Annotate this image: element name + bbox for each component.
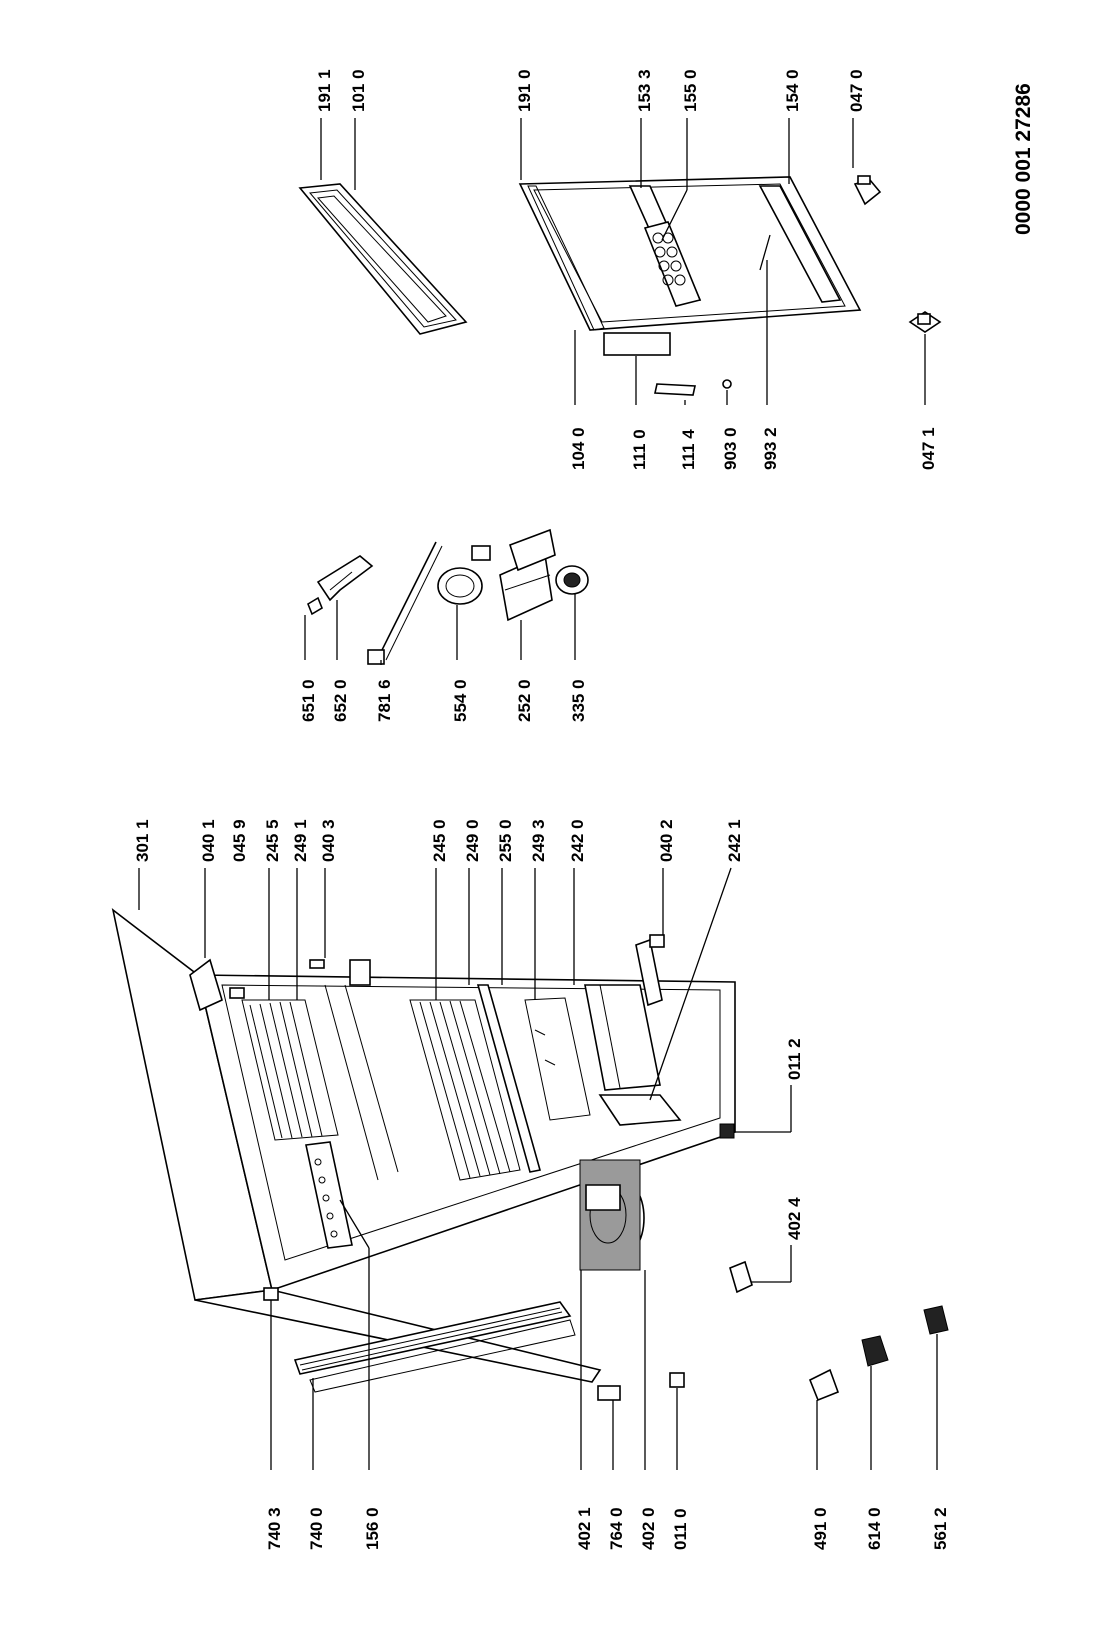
document-code: 0000 001 27286 bbox=[1012, 83, 1035, 235]
label-652-0: 652 0 bbox=[331, 679, 350, 722]
label-301-1: 301 1 bbox=[133, 819, 152, 862]
label-040-2: 040 2 bbox=[657, 819, 676, 862]
label-011-2: 011 2 bbox=[785, 1038, 804, 1080]
label-011-0: 011 0 bbox=[671, 1508, 690, 1550]
label-764-0: 764 0 bbox=[607, 1507, 626, 1550]
small-screw bbox=[722, 379, 732, 389]
label-903-0: 903 0 bbox=[721, 427, 740, 470]
door-foot-left bbox=[908, 311, 942, 333]
label-111-4: 111 4 bbox=[679, 429, 698, 470]
coil-clip bbox=[263, 1287, 279, 1301]
fixed-foot bbox=[669, 1372, 685, 1388]
label-554-0: 554 0 bbox=[451, 679, 470, 722]
light-switch bbox=[923, 1305, 949, 1335]
relay-clip bbox=[729, 1260, 753, 1294]
compressor bbox=[579, 1159, 645, 1271]
label-104-0: 104 0 bbox=[569, 427, 588, 470]
label-156-0: 156 0 bbox=[363, 1507, 382, 1550]
label-101-0: 101 0 bbox=[349, 69, 368, 112]
hinge-pin bbox=[229, 987, 245, 999]
label-155-0: 155 0 bbox=[681, 69, 700, 112]
label-993-2: 993 2 bbox=[761, 427, 780, 470]
thermostat-knob bbox=[861, 1335, 889, 1367]
sensor-tube bbox=[367, 541, 443, 665]
label-614-0: 614 0 bbox=[865, 1507, 884, 1550]
label-249-0: 249 0 bbox=[463, 819, 482, 862]
label-191-0: 191 0 bbox=[515, 69, 534, 112]
label-191-1: 191 1 bbox=[315, 69, 334, 112]
label-740-3: 740 3 bbox=[265, 1507, 284, 1550]
adjustable-foot bbox=[719, 1123, 735, 1139]
fridge-door bbox=[518, 176, 862, 356]
capacitor-disk bbox=[555, 565, 589, 595]
label-491-0: 491 0 bbox=[811, 1507, 830, 1550]
label-040-1: 040 1 bbox=[199, 819, 218, 862]
label-245-0: 245 0 bbox=[430, 819, 449, 862]
egg-tray bbox=[652, 232, 686, 286]
thermostat-knob-small bbox=[307, 596, 323, 616]
door-handle bbox=[603, 332, 671, 356]
label-402-1: 402 1 bbox=[575, 1507, 594, 1550]
top-hinge bbox=[189, 958, 223, 1012]
door-label-strip bbox=[654, 383, 696, 396]
label-255-0: 255 0 bbox=[496, 819, 515, 862]
label-045-9: 045 9 bbox=[230, 819, 249, 862]
label-154-0: 154 0 bbox=[783, 69, 802, 112]
label-651-0: 651 0 bbox=[299, 679, 318, 722]
label-245-5: 245 5 bbox=[263, 819, 282, 862]
label-335-0: 335 0 bbox=[569, 679, 588, 722]
hinge-cover bbox=[309, 959, 325, 969]
label-249-1: 249 1 bbox=[291, 819, 310, 862]
drip-tray bbox=[597, 1385, 621, 1401]
fan-housing bbox=[499, 528, 556, 622]
label-402-0: 402 0 bbox=[639, 1507, 658, 1550]
label-249-3: 249 3 bbox=[529, 819, 548, 862]
label-781-6: 781 6 bbox=[375, 679, 394, 722]
label-047-1: 047 1 bbox=[919, 427, 938, 470]
label-252-0: 252 0 bbox=[515, 679, 534, 722]
label-740-0: 740 0 bbox=[307, 1507, 326, 1550]
label-153-3: 153 3 bbox=[635, 69, 654, 112]
fridge-grid-shelf-1 bbox=[409, 999, 521, 1181]
label-402-4: 402 4 bbox=[785, 1197, 804, 1240]
lamp-cover bbox=[349, 959, 371, 986]
coil-bracket bbox=[808, 1368, 840, 1402]
crisper-drawer-2 bbox=[598, 1094, 682, 1126]
door-foot-right bbox=[853, 175, 882, 206]
glass-shelf bbox=[524, 997, 591, 1121]
fridge-shelf-rail bbox=[476, 984, 542, 1173]
label-242-0: 242 0 bbox=[568, 819, 587, 862]
label-242-1: 242 1 bbox=[725, 819, 744, 862]
label-047-0: 047 0 bbox=[847, 69, 866, 112]
label-040-3: 040 3 bbox=[319, 819, 338, 862]
bottom-hinge bbox=[635, 938, 663, 1007]
label-561-2: 561 2 bbox=[931, 1507, 950, 1550]
ice-cube-tray bbox=[305, 1141, 353, 1249]
freezer-grid-shelf bbox=[241, 999, 339, 1141]
label-111-0: 111 0 bbox=[630, 429, 649, 470]
lamp-holder bbox=[437, 545, 491, 605]
thermostat-bracket bbox=[316, 555, 374, 602]
cabinet-body bbox=[111, 908, 736, 1388]
freezer-door bbox=[298, 183, 468, 335]
crisper-drawer-1 bbox=[584, 984, 661, 1091]
